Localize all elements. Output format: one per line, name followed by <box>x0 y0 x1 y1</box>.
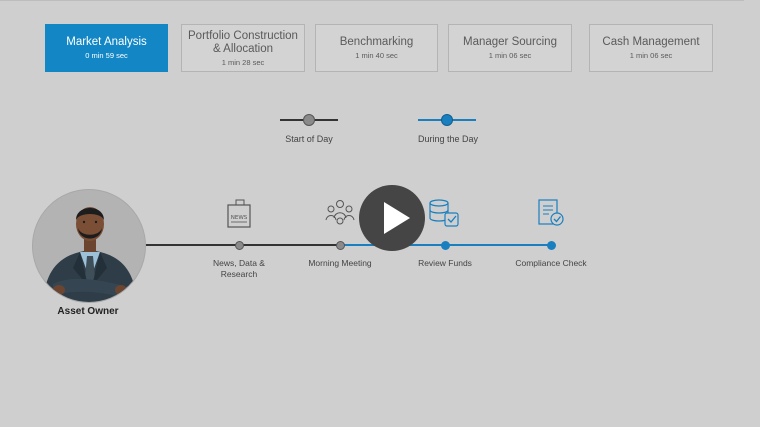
svg-text:NEWS: NEWS <box>231 215 248 221</box>
timeline-dot-news <box>235 241 244 250</box>
tab-duration: 1 min 06 sec <box>629 51 673 60</box>
legend-during-dot <box>441 114 453 126</box>
timeline-dot-compliance <box>547 241 556 250</box>
person-illustration-icon <box>43 207 137 302</box>
step-label-meeting: Morning Meeting <box>308 258 372 268</box>
newspaper-icon: NEWS <box>227 199 251 228</box>
asset-owner-avatar <box>32 189 146 303</box>
play-icon <box>384 202 410 234</box>
timeline-start-segment <box>146 244 342 246</box>
tab-title: Manager Sourcing <box>463 36 557 48</box>
step-label-compliance: Compliance Check <box>515 258 587 268</box>
tab-duration: 0 min 59 sec <box>85 51 128 60</box>
document-check-icon <box>538 199 564 226</box>
step-label-review: Review Funds <box>418 258 472 268</box>
tab-duration: 1 min 06 sec <box>488 51 532 60</box>
tab-market-analysis[interactable]: Market Analysis 0 min 59 sec <box>45 24 168 72</box>
timeline-dot-review <box>441 241 450 250</box>
tab-title: Portfolio Construction & Allocation <box>188 29 298 55</box>
step-label-news: News, Data & Research <box>213 258 265 279</box>
tab-benchmarking[interactable]: Benchmarking 1 min 40 sec <box>315 24 438 72</box>
top-border <box>0 0 744 1</box>
asset-owner-label: Asset Owner <box>57 306 119 317</box>
tab-manager-sourcing[interactable]: Manager Sourcing 1 min 06 sec <box>448 24 572 72</box>
legend-start-dot <box>303 114 315 126</box>
meeting-people-icon <box>325 200 355 225</box>
tab-title: Benchmarking <box>339 36 414 48</box>
tab-title: Cash Management <box>602 36 700 48</box>
database-check-icon <box>429 199 459 227</box>
tab-cash-management[interactable]: Cash Management 1 min 06 sec <box>589 24 713 72</box>
legend-start-label: Start of Day <box>285 134 333 144</box>
play-button[interactable] <box>359 185 425 251</box>
tab-duration: 1 min 40 sec <box>355 51 398 60</box>
timeline-dot-meeting <box>336 241 345 250</box>
tab-title: Market Analysis <box>66 36 147 48</box>
tab-portfolio-construction[interactable]: Portfolio Construction & Allocation 1 mi… <box>181 24 305 72</box>
tab-duration: 1 min 28 sec <box>221 57 265 67</box>
legend-during-label: During the Day <box>417 134 479 144</box>
